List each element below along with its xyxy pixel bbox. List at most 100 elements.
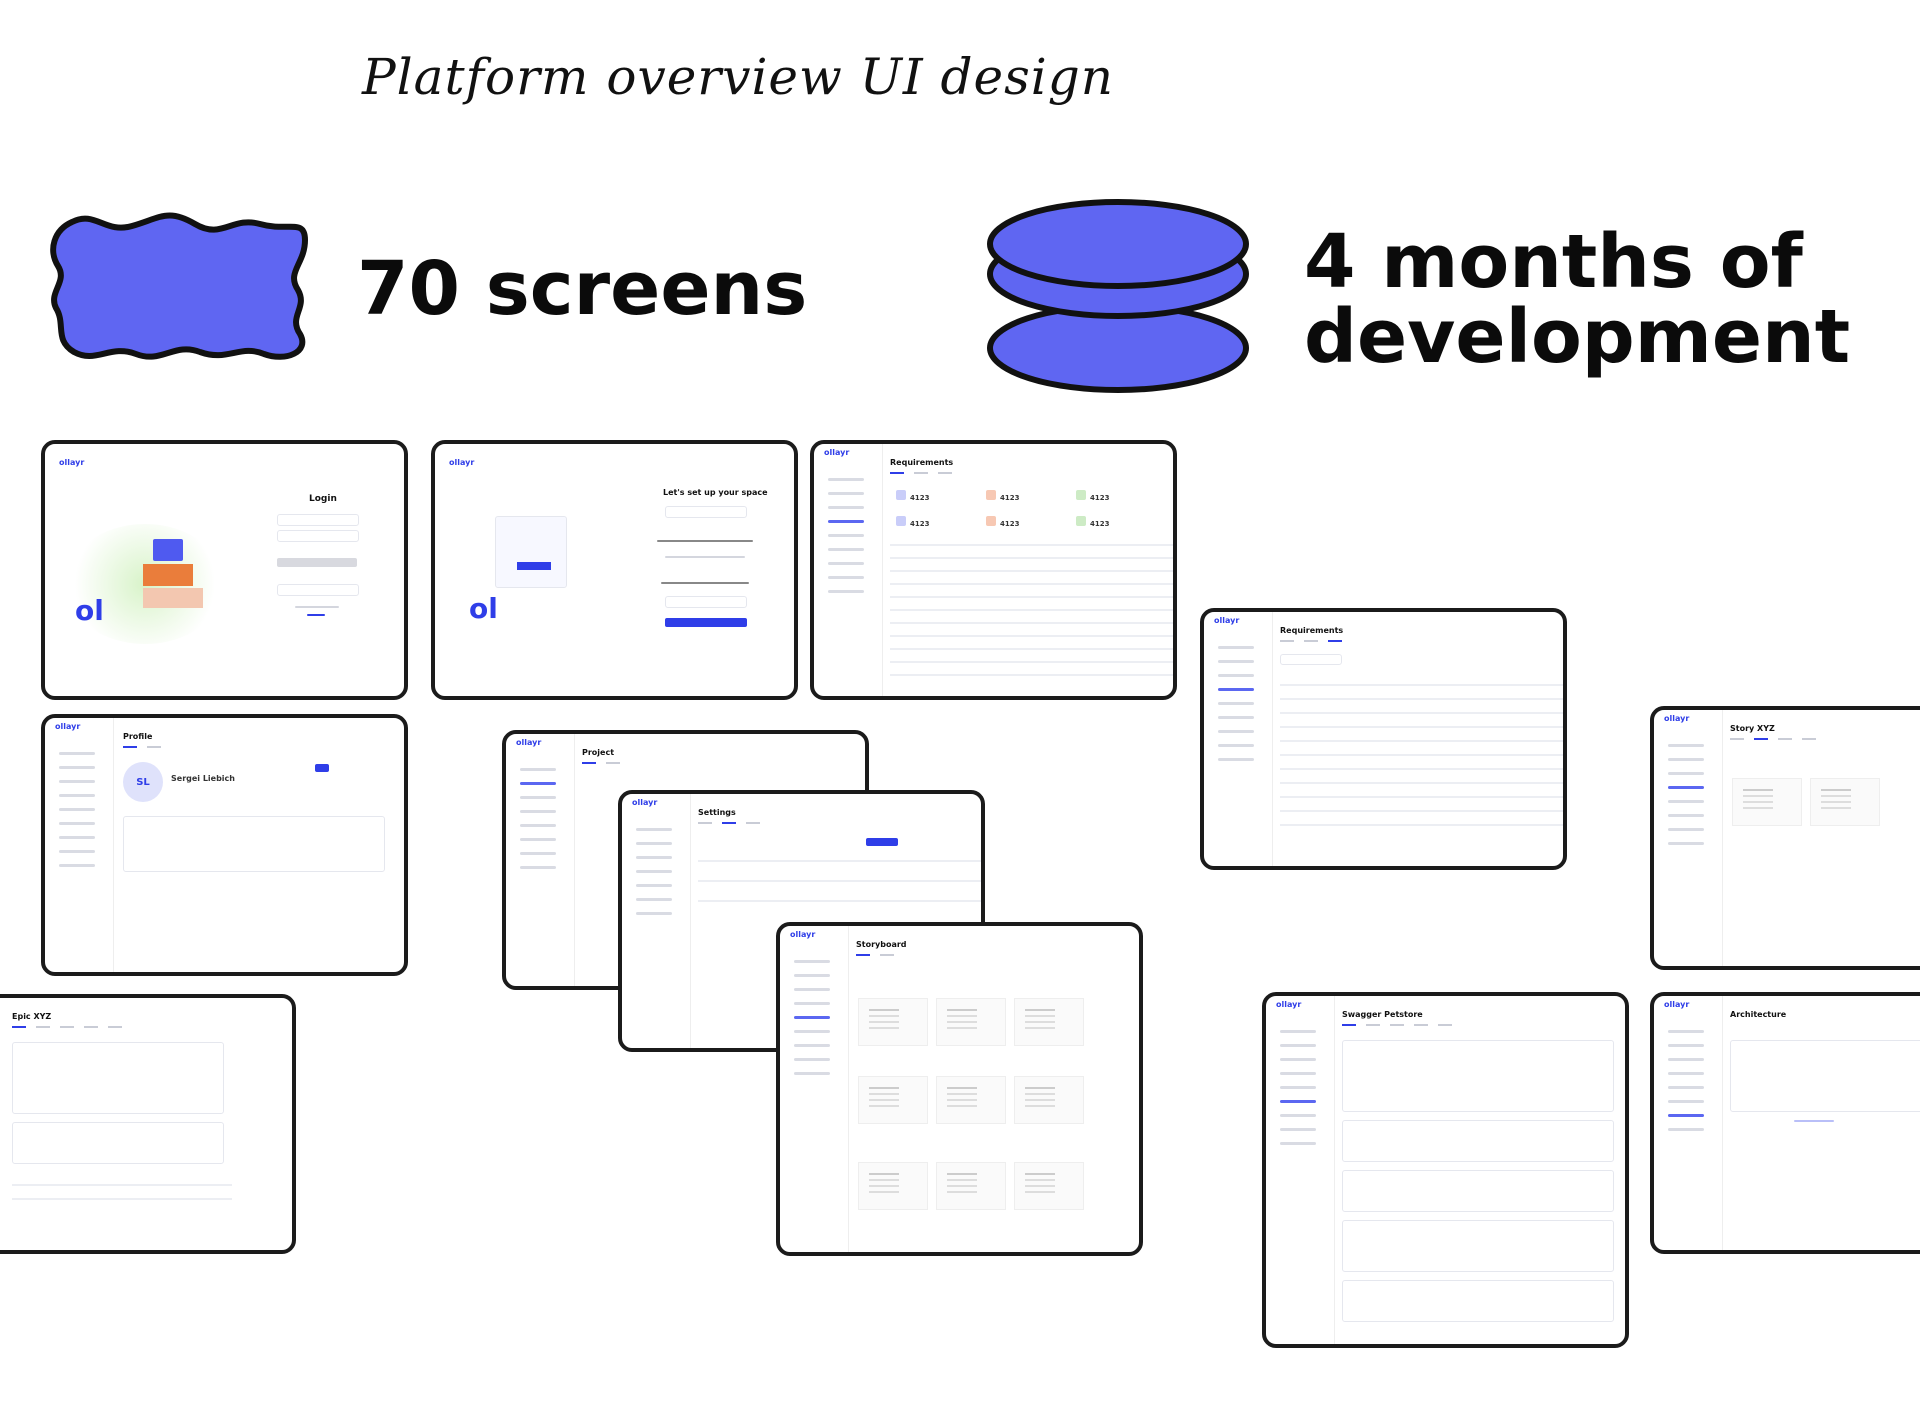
design-card[interactable] xyxy=(1810,778,1880,826)
screen-swagger[interactable]: ollayr Swagger Petstore xyxy=(1262,992,1629,1348)
table-row xyxy=(1280,782,1563,784)
stat-card: 4123 xyxy=(986,486,1066,508)
stat-development-line2: development xyxy=(1304,294,1851,381)
design-card[interactable] xyxy=(1732,778,1802,826)
screen-requirements-stories[interactable]: ollayr Requirements xyxy=(1200,608,1567,870)
stat-card: 4123 xyxy=(986,512,1066,534)
brand-logo: ollayr xyxy=(1214,616,1240,625)
table-row xyxy=(890,557,1173,559)
tabs[interactable] xyxy=(698,822,760,824)
brand-logo: ollayr xyxy=(1664,714,1690,723)
api-details-card xyxy=(1342,1040,1614,1112)
screen-login[interactable]: ollayr ol Login xyxy=(41,440,408,700)
page-title: Settings xyxy=(698,808,736,817)
table-row xyxy=(890,609,1173,611)
company-name-field[interactable] xyxy=(665,506,747,518)
table-row xyxy=(890,622,1173,624)
add-section-link[interactable] xyxy=(1794,1120,1834,1122)
editor[interactable] xyxy=(1730,1040,1920,1112)
stat-card: 4123 xyxy=(896,512,976,534)
stat-development-line1: 4 months of xyxy=(1304,219,1803,305)
wavy-blob-icon xyxy=(50,212,312,364)
tabs[interactable] xyxy=(12,1026,122,1028)
stacked-discs-icon xyxy=(985,198,1251,394)
tabs[interactable] xyxy=(123,746,161,748)
table-row xyxy=(890,674,1173,676)
table-row xyxy=(1280,796,1563,798)
page-title: Epic XYZ xyxy=(12,1012,52,1021)
page-title: Requirements xyxy=(890,458,954,467)
illustration-block xyxy=(143,564,193,586)
screen-setup[interactable]: ollayr ol Let's set up your space xyxy=(431,440,798,700)
sidebar xyxy=(1204,612,1273,866)
stat-screens: 70 screens xyxy=(357,246,808,332)
brand-logo: ollayr xyxy=(824,448,850,457)
login-button[interactable] xyxy=(277,558,357,567)
storyboard-card[interactable] xyxy=(858,1162,928,1210)
table-row xyxy=(890,544,1173,546)
storyboard-card[interactable] xyxy=(936,998,1006,1046)
search-input[interactable] xyxy=(1280,654,1342,665)
sidebar xyxy=(1266,996,1335,1344)
brand-mark: ol xyxy=(75,594,104,627)
attachment-row xyxy=(12,1184,232,1186)
brand-logo: ollayr xyxy=(516,738,542,747)
security-card xyxy=(1342,1120,1614,1162)
table-row xyxy=(1280,698,1563,700)
screen-requirements-overview[interactable]: ollayr Requirements 4123 4123 4123 4123 … xyxy=(810,440,1177,700)
table-row xyxy=(1280,726,1563,728)
page-title: Requirements xyxy=(1280,626,1344,635)
storyboard-card[interactable] xyxy=(1014,1076,1084,1124)
tabs[interactable] xyxy=(582,762,620,764)
storyboard-card[interactable] xyxy=(858,1076,928,1124)
email-field[interactable] xyxy=(277,514,359,526)
sidebar xyxy=(780,926,849,1252)
screen-profile[interactable]: ollayr Profile SL Sergei Liebich xyxy=(41,714,408,976)
epic-details-card xyxy=(12,1042,224,1114)
table-row xyxy=(890,635,1173,637)
storyboard-card[interactable] xyxy=(936,1162,1006,1210)
google-login-button[interactable] xyxy=(277,584,359,596)
people-options[interactable] xyxy=(665,556,745,558)
table-row xyxy=(1280,768,1563,770)
table-row xyxy=(890,648,1173,650)
member-row xyxy=(698,900,981,902)
page-headline: Platform overview UI design xyxy=(362,48,1114,106)
stat-card: 4123 xyxy=(896,486,976,508)
page-title: Story XYZ xyxy=(1730,724,1775,733)
invite-button[interactable] xyxy=(866,838,898,846)
screen-architecture[interactable]: ollayr Architecture xyxy=(1650,992,1920,1254)
storyboard-card[interactable] xyxy=(1014,998,1084,1046)
people-question xyxy=(657,540,753,542)
sidebar xyxy=(1654,710,1723,966)
password-field[interactable] xyxy=(277,530,359,542)
setup-illustration xyxy=(495,516,567,588)
tabs[interactable] xyxy=(1280,640,1342,642)
servers-card xyxy=(1342,1170,1614,1212)
tabs[interactable] xyxy=(1342,1024,1452,1026)
table-row xyxy=(1280,810,1563,812)
save-button[interactable] xyxy=(315,764,329,772)
domain-question xyxy=(661,582,749,584)
signup-hint xyxy=(295,606,339,608)
license-card xyxy=(1342,1280,1614,1322)
storyboard-card[interactable] xyxy=(1014,1162,1084,1210)
screen-epic[interactable]: Epic XYZ xyxy=(0,994,296,1254)
brand-logo: ollayr xyxy=(790,930,816,939)
table-row xyxy=(890,583,1173,585)
tabs[interactable] xyxy=(856,954,894,956)
storyboard-card[interactable] xyxy=(936,1076,1006,1124)
illustration-block xyxy=(143,588,203,608)
domain-select[interactable] xyxy=(665,596,747,608)
brand-logo: ollayr xyxy=(1276,1000,1302,1009)
tabs[interactable] xyxy=(890,472,952,474)
screen-storyboard[interactable]: ollayr Storyboard xyxy=(776,922,1143,1256)
brand-mark: ol xyxy=(469,592,498,625)
sidebar xyxy=(622,794,691,1048)
signup-link[interactable] xyxy=(307,614,325,616)
screen-story[interactable]: ollayr Story XYZ xyxy=(1650,706,1920,970)
storyboard-card[interactable] xyxy=(858,998,928,1046)
tabs[interactable] xyxy=(1730,738,1816,740)
setup-title: Let's set up your space xyxy=(663,488,768,497)
next-button[interactable] xyxy=(665,618,747,627)
